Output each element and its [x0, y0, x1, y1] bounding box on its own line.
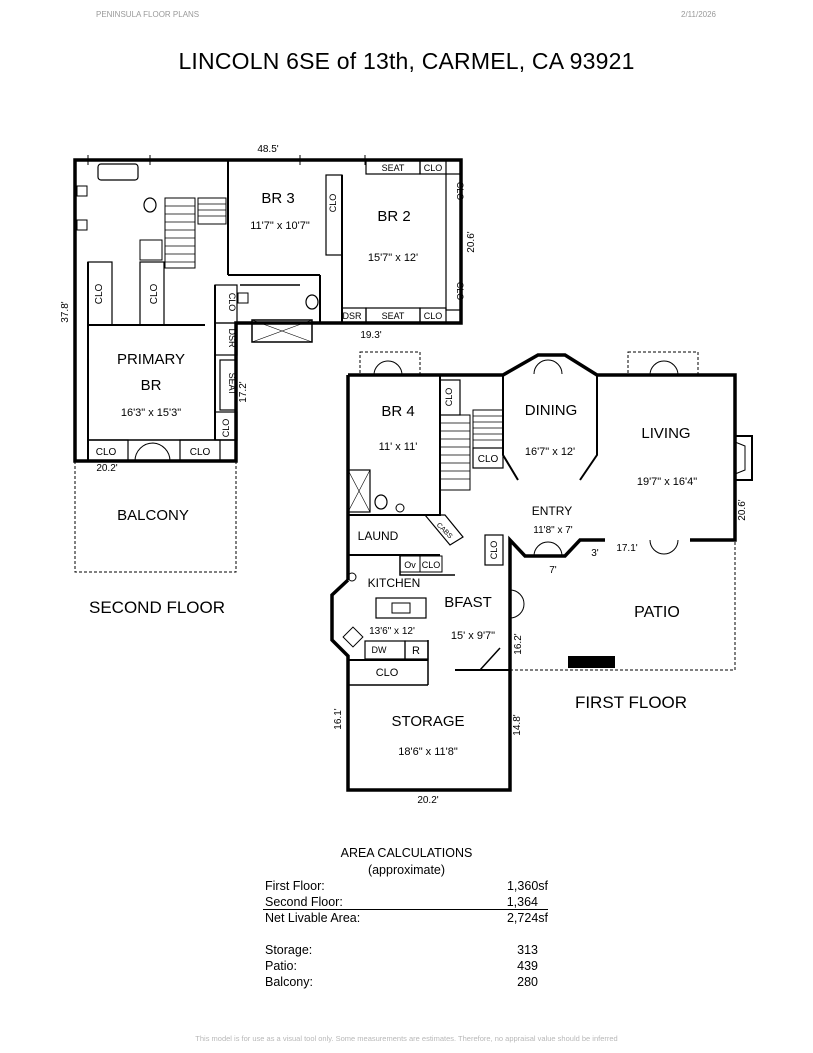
tag-clo-wic-left: CLO [94, 283, 105, 304]
room-br3-name: BR 3 [261, 190, 294, 207]
area-row-value: 313 [517, 943, 538, 957]
area-row-label: Balcony: [265, 975, 313, 989]
room-br2-name: BR 2 [377, 208, 410, 225]
area-row-value: 439 [517, 959, 538, 973]
subtotal-divider [263, 909, 548, 910]
disclaimer-footer: This model is for use as a visual tool o… [195, 1034, 618, 1043]
dim-storage-bottom: 20.2' [417, 795, 438, 806]
tag-clo-kitchen: CLO [422, 560, 441, 570]
dim-second-top: 48.5' [257, 144, 278, 155]
room-living-size: 19'7" x 16'4" [637, 476, 697, 488]
room-living-name: LIVING [641, 425, 690, 442]
tag-clo-br4: CLO [444, 388, 454, 407]
area-title: AREA CALCULATIONS [340, 846, 473, 860]
room-laund-name: LAUND [358, 529, 399, 543]
tag-clo-primary-right: CLO [190, 447, 211, 458]
room-dining-size: 16'7" x 12' [525, 446, 575, 458]
date-header: 2/11/2026 [681, 10, 716, 19]
area-row-value: 280 [517, 975, 538, 989]
room-dining-name: DINING [525, 402, 578, 419]
room-kitchen-size: 13'6" x 12' [369, 626, 415, 637]
area-row-label: Second Floor: [265, 895, 343, 909]
room-primary-name-2: BR [141, 377, 162, 394]
room-bfast-name: BFAST [444, 594, 492, 611]
tag-clo-br2-bottom: CLO [424, 311, 443, 321]
room-balcony-name: BALCONY [117, 507, 189, 524]
area-row-value: 1,360sf [506, 879, 548, 893]
tag-clo-br2-right-bottom: CLO [455, 282, 465, 301]
dim-entry-7: 7' [549, 565, 557, 576]
tag-oven: Ov [404, 560, 416, 570]
area-row-label: Patio: [265, 959, 297, 973]
room-br2-size: 15'7" x 12' [368, 252, 418, 264]
dim-primary-right: 17.2' [238, 381, 249, 402]
room-br4-size: 11' x 11' [379, 441, 418, 453]
dim-second-left: 37.8' [60, 301, 71, 322]
area-row-label: Net Livable Area: [265, 911, 361, 925]
tag-clo-primary-side: CLO [221, 419, 231, 438]
tag-seat-primary: SEAT [227, 373, 237, 396]
dim-entry-3: 3' [591, 548, 599, 559]
tag-clo-br3: CLO [328, 194, 338, 213]
room-primary-name-1: PRIMARY [117, 351, 185, 368]
tag-clo-entry: CLO [489, 541, 499, 560]
room-br3-size: 11'7" x 10'7" [250, 220, 310, 232]
dim-storage-right: 14.8' [512, 714, 523, 735]
room-entry-size: 11'8" x 7' [533, 525, 573, 536]
dim-bfast-side: 16.2' [513, 633, 524, 654]
tag-clo-br2-top: CLO [424, 163, 443, 173]
tag-seat-top: SEAT [382, 163, 405, 173]
area-row-value: 1,364 [506, 895, 538, 909]
tag-clo-br2-right-top: CLO [455, 182, 465, 201]
tag-dsr-primary: DSR [227, 328, 237, 348]
tag-clo-wic-right: CLO [149, 283, 160, 304]
page-title: LINCOLN 6SE of 13th, CARMEL, CA 93921 [178, 48, 635, 74]
floor-plan: 48.5' 37.8' 20.6' 19.3' 17.2' 20.2' BR 3… [60, 144, 753, 806]
first-floor-label: FIRST FLOOR [575, 693, 687, 712]
tag-dsr-br2: DSR [342, 311, 362, 321]
room-storage-name: STORAGE [391, 713, 464, 730]
dim-patio-top: 17.1' [616, 543, 637, 554]
area-row-value: 2,724sf [506, 911, 548, 925]
room-storage-size: 18'6" x 11'8" [398, 746, 458, 758]
room-bfast-size: 15' x 9'7" [451, 630, 495, 642]
room-kitchen-name: KITCHEN [368, 576, 421, 590]
second-floor-label: SECOND FLOOR [89, 598, 225, 617]
tag-clo-stair: CLO [478, 454, 499, 465]
tag-clo-primary-left: CLO [96, 447, 117, 458]
tag-clo-bath: CLO [227, 293, 237, 312]
tag-dw: DW [372, 645, 387, 655]
dim-storage-left: 16.1' [333, 708, 344, 729]
area-row-label: Storage: [265, 943, 313, 957]
area-subtitle: (approximate) [367, 863, 446, 877]
tag-seat-bottom: SEAT [382, 311, 405, 321]
dim-second-bottom-right: 19.3' [360, 330, 381, 341]
dim-second-bottom-left: 20.2' [96, 463, 117, 474]
tag-refrigerator: R [412, 645, 420, 657]
tag-clo-storage: CLO [376, 667, 399, 679]
room-entry-name: ENTRY [532, 504, 572, 518]
area-row-label: First Floor: [265, 879, 325, 893]
company-header: PENINSULA FLOOR PLANS [96, 10, 200, 19]
room-primary-size: 16'3" x 15'3" [121, 407, 181, 419]
room-br4-name: BR 4 [381, 403, 414, 420]
room-patio-name: PATIO [634, 604, 680, 621]
dim-second-right: 20.6' [466, 231, 477, 252]
dim-first-right: 20.6' [737, 499, 748, 520]
